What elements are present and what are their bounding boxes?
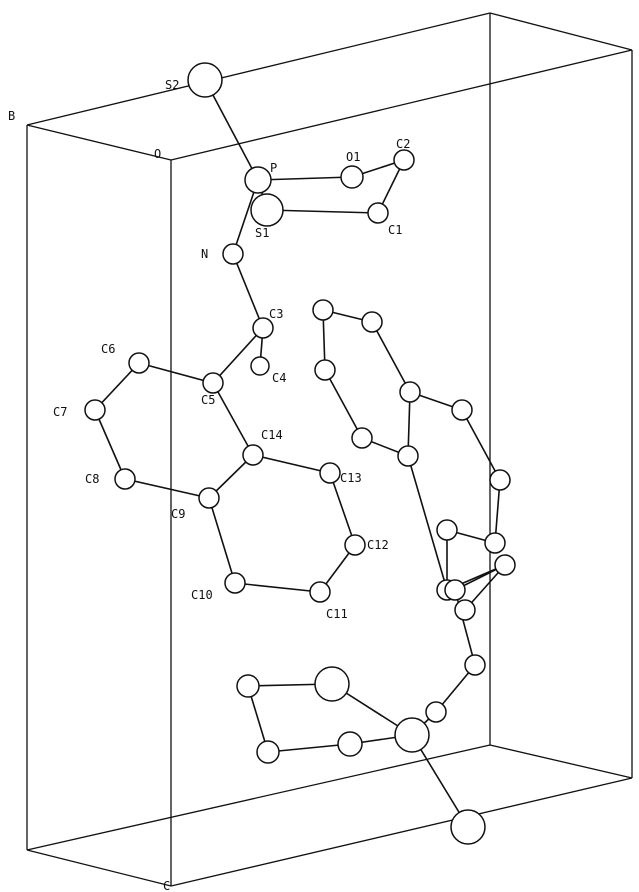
bond-S2-P	[204, 79, 259, 181]
atom-C7	[84, 399, 106, 421]
bond-N-C3	[232, 253, 264, 329]
atom-label-C11: C11	[326, 607, 348, 621]
atom-b10	[436, 519, 458, 541]
atom-C1	[367, 202, 389, 224]
atom-C8	[114, 468, 136, 490]
atom-label-S2: S2	[165, 78, 179, 92]
atom-P	[244, 166, 272, 194]
atom-bC2	[236, 674, 260, 698]
bond-b11-b5	[407, 455, 448, 591]
atom-b5	[397, 445, 419, 467]
atom-label-C13: C13	[340, 471, 362, 485]
atom-label-C1: C1	[388, 223, 402, 237]
atom-label-S1: S1	[255, 226, 269, 240]
bond-b7-b8	[461, 409, 501, 481]
atom-S2	[187, 62, 223, 98]
cell-edge	[26, 849, 172, 887]
atom-label-P: P	[270, 161, 277, 175]
bond-C14-C5	[212, 382, 254, 456]
atom-C9	[198, 487, 220, 509]
atom-label-C4: C4	[272, 371, 286, 385]
atom-label-C14: C14	[261, 428, 283, 442]
atom-label-C3: C3	[269, 307, 283, 321]
bond-bC1-bO1	[267, 743, 351, 753]
atom-C6	[128, 352, 150, 374]
axis-label-c: C	[163, 879, 170, 892]
bond-C3-C5	[212, 327, 264, 384]
bond-C11-C10	[234, 582, 321, 593]
atom-label-C9: C9	[171, 507, 185, 521]
atom-b14	[444, 579, 466, 601]
atom-b3	[314, 359, 336, 381]
axis-label-o: O	[154, 147, 161, 161]
bond-C7-C8	[94, 409, 126, 480]
atom-b4	[351, 427, 373, 449]
bond-C10-C9	[208, 497, 236, 584]
atom-C2	[393, 149, 415, 171]
atom-bO1	[337, 731, 363, 757]
atom-S1	[250, 193, 284, 227]
atom-b15	[464, 654, 486, 676]
atom-O1	[340, 165, 364, 189]
atom-label-O1: O1	[346, 150, 360, 164]
bond-b3-b4	[324, 369, 363, 439]
atom-bP	[394, 717, 430, 753]
atom-b1	[312, 299, 334, 321]
atom-label-N: N	[201, 247, 208, 261]
atom-C12	[344, 534, 366, 556]
cell-edge	[489, 12, 633, 51]
atom-bC1	[256, 740, 280, 764]
atom-C14	[242, 444, 264, 466]
atom-N	[222, 243, 244, 265]
atom-label-C5: C5	[201, 393, 215, 407]
cell-edge	[26, 744, 491, 851]
cell-edge	[26, 124, 172, 161]
cell-edge	[170, 777, 633, 887]
bond-C14-C13	[252, 454, 331, 474]
bond-C5-C6	[138, 362, 214, 384]
atom-label-C2: C2	[396, 137, 410, 151]
atom-C11	[309, 581, 331, 603]
atom-label-C7: C7	[53, 405, 67, 419]
cell-edge	[489, 744, 633, 779]
axis-label-b: B	[8, 109, 15, 123]
atom-b6	[399, 381, 421, 403]
atom-b8	[489, 469, 511, 491]
bond-C8-C9	[124, 478, 210, 499]
atom-C3	[252, 317, 274, 339]
bond-C1-S1	[266, 209, 379, 214]
atom-label-C10: C10	[191, 588, 213, 602]
atom-C4	[250, 356, 270, 376]
cell-edge	[170, 49, 633, 161]
atom-C10	[224, 572, 246, 594]
atom-b12	[494, 554, 516, 576]
atom-C13	[319, 462, 341, 484]
atom-label-C12: C12	[367, 538, 389, 552]
atom-b9	[484, 532, 506, 554]
atom-bS1	[314, 666, 350, 702]
bond-bP-bS2	[411, 734, 469, 828]
atom-b16	[425, 701, 447, 723]
unit-cell-box	[26, 12, 633, 887]
atom-label-C6: C6	[101, 342, 115, 356]
atom-b7	[451, 399, 473, 421]
cell-edge	[26, 12, 491, 126]
atom-b2	[361, 311, 383, 333]
atom-label-C8: C8	[85, 472, 99, 486]
bond-b6-b2	[371, 321, 411, 393]
bond-C13-C12	[329, 472, 356, 546]
bond-P-O1	[257, 176, 353, 181]
atom-bS2	[450, 809, 486, 845]
atom-b13	[454, 599, 476, 621]
atom-C5	[202, 372, 224, 394]
